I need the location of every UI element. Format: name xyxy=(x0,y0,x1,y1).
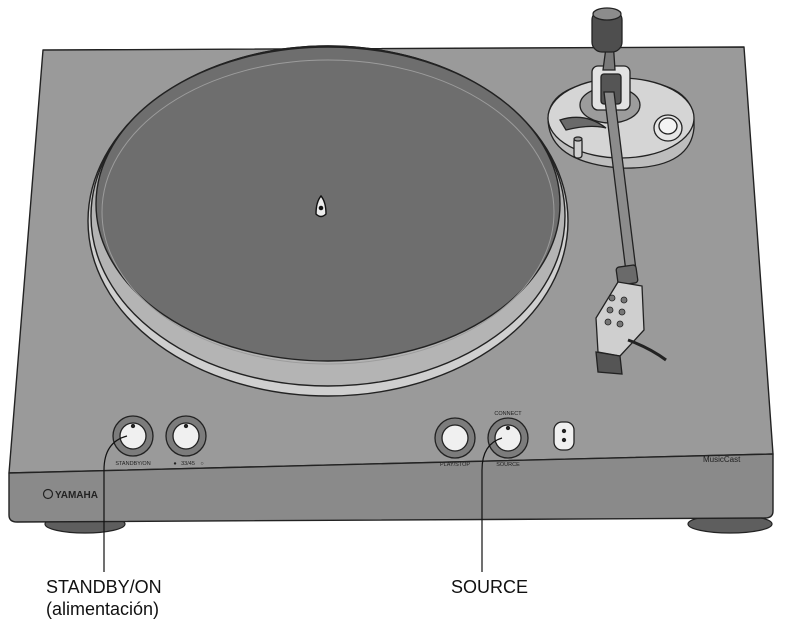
speed-button[interactable] xyxy=(165,415,207,457)
source-button[interactable] xyxy=(487,417,529,459)
spindle xyxy=(315,194,327,218)
platter xyxy=(87,45,569,397)
callout-lines xyxy=(103,435,503,572)
platter-mat xyxy=(95,46,561,362)
speed-indicator xyxy=(183,423,189,429)
platter-mat-highlight xyxy=(101,59,555,365)
speed-mode-icon: ○ xyxy=(200,461,203,467)
spindle-hole xyxy=(318,205,324,211)
callout-source: SOURCE xyxy=(451,576,528,598)
finger-lift xyxy=(627,338,667,362)
arm-rest-post-top xyxy=(573,136,583,142)
yamaha-logo-text: YAMAHA xyxy=(55,490,98,501)
standby-on-button[interactable] xyxy=(112,415,154,457)
label-source: SOURCE xyxy=(496,462,520,468)
musiccast-logo: MusicCast xyxy=(703,455,741,464)
play-stop-button[interactable] xyxy=(434,417,476,459)
panel-label-group: STANDBY/ON ● 33/45 ○ PLAY/STOP CONNECT S… xyxy=(115,411,522,468)
label-connect: CONNECT xyxy=(494,411,522,417)
counterweight-cap xyxy=(592,7,622,21)
arm-lift-lever xyxy=(559,116,607,131)
standby-indicator xyxy=(130,423,136,429)
label-standby-on: STANDBY/ON xyxy=(115,461,150,467)
callout-standby: STANDBY/ON (alimentación) xyxy=(46,576,162,620)
label-play-stop: PLAY/STOP xyxy=(440,462,470,468)
tonearm-assembly xyxy=(547,7,695,375)
source-leader xyxy=(481,437,503,572)
control-panel xyxy=(112,415,575,459)
callout-standby-line1: STANDBY/ON xyxy=(46,577,162,597)
standby-leader xyxy=(103,435,128,572)
source-indicator xyxy=(505,425,511,431)
body-front-face xyxy=(8,453,774,523)
remote-sensor xyxy=(553,421,575,451)
callout-source-line1: SOURCE xyxy=(451,577,529,597)
callout-standby-line2: (alimentación) xyxy=(46,599,160,619)
anti-skate-knob-top xyxy=(658,117,678,135)
label-speed: 33/45 xyxy=(181,461,195,467)
yamaha-emblem-icon xyxy=(42,488,54,500)
speed-dot-icon: ● xyxy=(173,461,176,467)
cartridge xyxy=(595,351,623,375)
headshell-holes xyxy=(604,294,628,328)
yamaha-logo: YAMAHA xyxy=(42,488,98,501)
